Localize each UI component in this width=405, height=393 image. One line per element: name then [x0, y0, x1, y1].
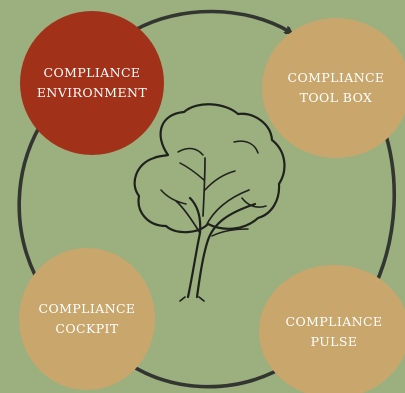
node-label-compliance-pulse: COMPLIANCE PULSE: [286, 312, 383, 352]
tree-icon: [133, 103, 286, 302]
node-compliance-toolbox: COMPLIANCE TOOL BOX: [262, 18, 405, 158]
arrow-toolbox-to-pulse: [375, 124, 396, 286]
node-compliance-pulse: COMPLIANCE PULSE: [259, 265, 405, 393]
node-label-line: COMPLIANCE: [38, 301, 136, 316]
node-compliance-environment: COMPLIANCE ENVIRONMENT: [20, 11, 164, 155]
node-label-compliance-cockpit: COMPLIANCE COCKPIT: [39, 299, 136, 339]
node-label-line: PULSE: [310, 333, 358, 349]
node-label-compliance-toolbox: COMPLIANCE TOOL BOX: [288, 68, 385, 108]
node-label-line: COMPLIANCE: [43, 65, 141, 80]
node-compliance-cockpit: COMPLIANCE COCKPIT: [19, 248, 155, 390]
node-label-line: COCKPIT: [55, 321, 119, 336]
node-label-compliance-environment: COMPLIANCE ENVIRONMENT: [37, 63, 147, 103]
arrow-pulse-to-cockpit: [126, 362, 276, 389]
node-label-line: ENVIRONMENT: [36, 85, 148, 100]
node-label-line: COMPLIANCE: [287, 70, 385, 85]
node-label-line: TOOL BOX: [299, 90, 373, 105]
arrow-cockpit-to-environment: [17, 124, 41, 277]
arrow-environment-to-toolbox: [133, 9, 290, 32]
node-label-line: COMPLIANCE: [285, 313, 383, 329]
